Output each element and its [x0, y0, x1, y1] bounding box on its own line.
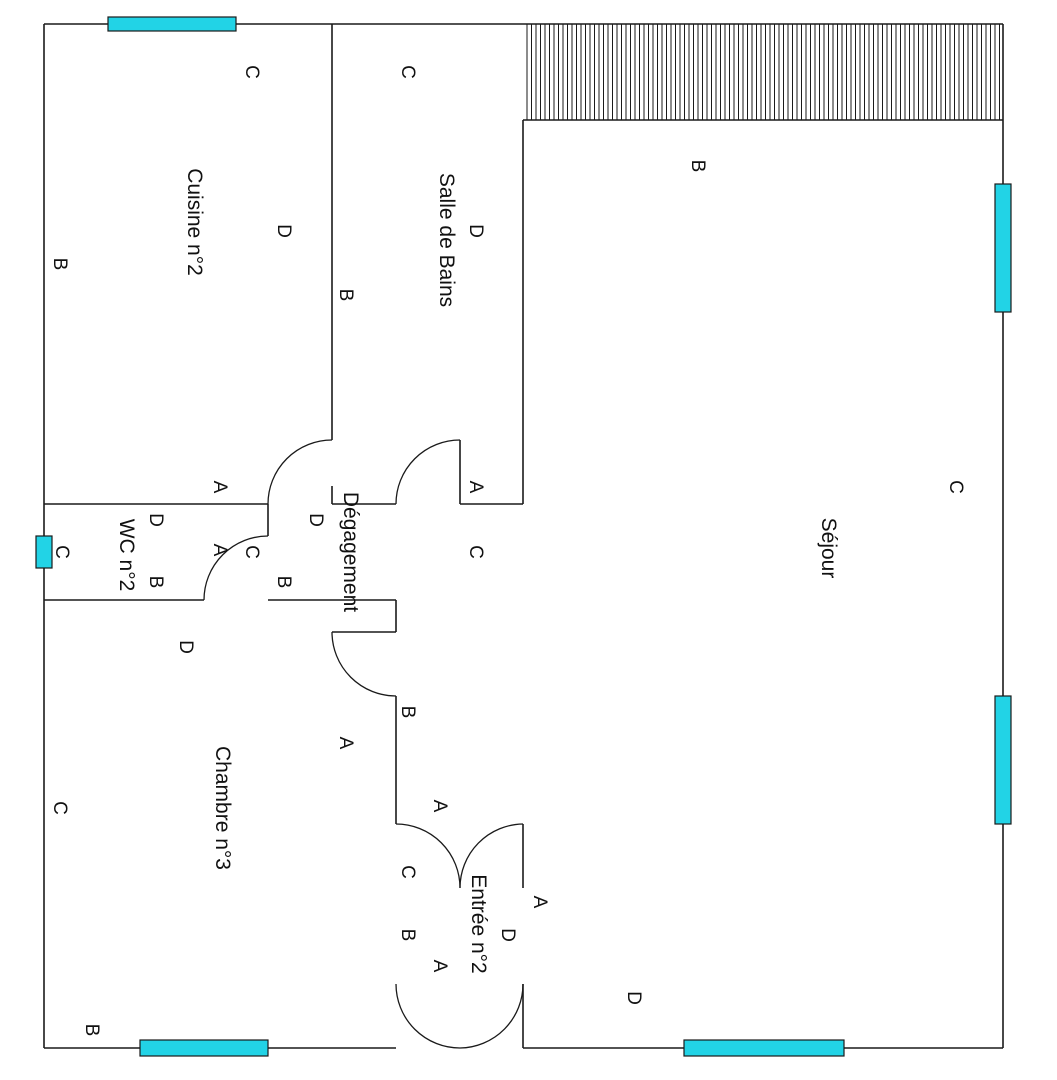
wall-label-entree-c: C: [397, 865, 418, 879]
wall-label-entree-a-top: A: [429, 800, 450, 813]
wall-label-bains-a: A: [465, 481, 486, 494]
door-wc: [203, 535, 269, 601]
wall-label-wc-d: D: [145, 513, 166, 527]
window-wc-left: [35, 535, 53, 569]
wall-label-chambre-c: C: [49, 801, 70, 815]
wall-label-degagement-c-left: C: [241, 545, 262, 559]
wall-label-chambre-d: D: [175, 640, 196, 654]
wall-label-wc-a: A: [209, 544, 230, 557]
wall-label-entree-a-bottom: A: [429, 960, 450, 973]
doors: [203, 439, 524, 1049]
wall-label-degagement-a: A: [335, 737, 356, 750]
hatched-terrace: [526, 24, 1000, 120]
wall-label-cuisine-d: D: [273, 224, 294, 238]
wall-label-entree-d: D: [497, 928, 518, 942]
door-chambre: [331, 631, 397, 697]
wall-label-bains-d: D: [465, 224, 486, 238]
wall-label-wc-c: C: [51, 545, 72, 559]
room-label-degagement: Dégagement: [339, 492, 362, 612]
room-labels: Cuisine n°2 Salle de Bains Séjour WC n°2…: [115, 168, 840, 974]
door-entree-top-left: [395, 823, 461, 889]
wall-label-degagement-c-right: C: [465, 545, 486, 559]
wall-label-degagement-b: B: [273, 576, 294, 589]
wall-label-bains-b: B: [335, 289, 356, 302]
wall-label-sejour-a: A: [529, 896, 550, 909]
door-salle-de-bains: [395, 439, 461, 505]
door-entree-bottom-right: [459, 983, 524, 1049]
wall-label-cuisine-b: B: [49, 258, 70, 271]
room-label-salle-de-bains: Salle de Bains: [435, 173, 458, 307]
door-entree-bottom-left: [395, 983, 461, 1049]
wall-label-chambre-b: B: [81, 1024, 102, 1037]
wall-label-sejour-b: B: [687, 160, 708, 173]
room-label-sejour: Séjour: [817, 518, 840, 579]
window-chambre-bottom: [139, 1039, 269, 1057]
wall-label-degagement-d: D: [305, 513, 326, 527]
wall-label-cuisine-a: A: [209, 481, 230, 494]
wall-label-cuisine-c: C: [241, 65, 262, 79]
wall-label-sejour-d: D: [623, 991, 644, 1005]
wall-label-entree-b: B: [397, 929, 418, 942]
wall-labels: C D B A C D B A B C A D D A C B D C C B …: [49, 65, 966, 1036]
room-label-cuisine: Cuisine n°2: [183, 168, 206, 276]
window-sejour-bottom: [683, 1039, 845, 1057]
window-sejour-right-top: [994, 183, 1012, 313]
room-label-chambre: Chambre n°3: [211, 746, 234, 870]
window-sejour-right-bottom: [994, 695, 1012, 825]
windows: [35, 16, 1012, 1057]
door-entree-top-right: [459, 823, 524, 889]
room-label-wc: WC n°2: [115, 519, 138, 592]
wall-label-degagement-b-lower: B: [397, 706, 418, 719]
wall-label-wc-b: B: [145, 576, 166, 589]
wall-label-bains-c: C: [397, 65, 418, 79]
door-cuisine: [267, 439, 333, 505]
window-kitchen-top: [107, 16, 237, 32]
wall-label-sejour-c: C: [945, 480, 966, 494]
room-label-entree: Entrée n°2: [467, 874, 490, 973]
